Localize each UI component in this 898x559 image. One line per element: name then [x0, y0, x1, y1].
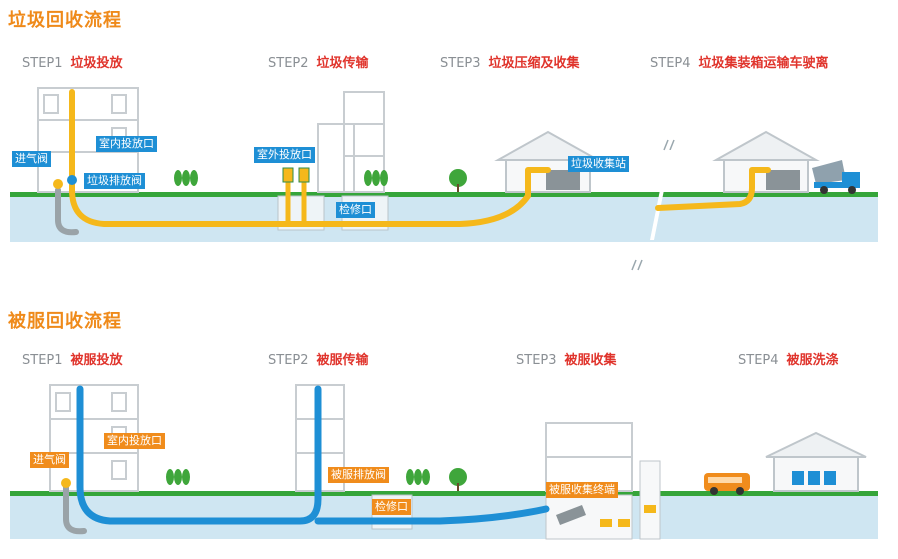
linen-diagram [10, 384, 878, 540]
linen-collection-building [545, 422, 661, 540]
linen-section-title: 被服回收流程 [8, 311, 122, 332]
garbage-collection-station-tag: 垃圾收集站 [568, 156, 629, 172]
garbage-trees [174, 169, 467, 192]
garbage-truck-icon [812, 160, 860, 194]
garbage-station-building-2 [712, 130, 820, 193]
linen-air-valve-tag: 进气阀 [30, 452, 69, 468]
garbage-manhole-tag: 检修口 [336, 202, 375, 218]
garbage-air-valve-tag: 进气阀 [12, 151, 51, 167]
linen-manhole-tag: 检修口 [372, 499, 411, 515]
garbage-building-2 [317, 91, 385, 193]
linen-underground [10, 495, 878, 539]
garbage-outdoor-inlet-tag: 室外投放口 [254, 147, 315, 163]
linen-trees [166, 468, 467, 491]
linen-ground-line [10, 491, 878, 496]
linen-terminal-tag: 被服收集终端 [546, 482, 618, 498]
garbage-pipe [55, 89, 771, 236]
garbage-break-marks [631, 139, 675, 271]
linen-laundry-building [765, 431, 867, 492]
garbage-ground-line [10, 192, 878, 197]
linen-van-icon [704, 473, 750, 495]
garbage-section-title: 垃圾回收流程 [8, 10, 122, 31]
linen-pipe [63, 385, 550, 535]
garbage-discharge-valve-tag: 垃圾排放阀 [84, 173, 145, 189]
linen-discharge-valve-tag: 被服排放阀 [328, 467, 389, 483]
linen-indoor-inlet-tag: 室内投放口 [104, 433, 165, 449]
garbage-indoor-inlet-tag: 室内投放口 [96, 136, 157, 152]
garbage-diagram [10, 87, 878, 271]
